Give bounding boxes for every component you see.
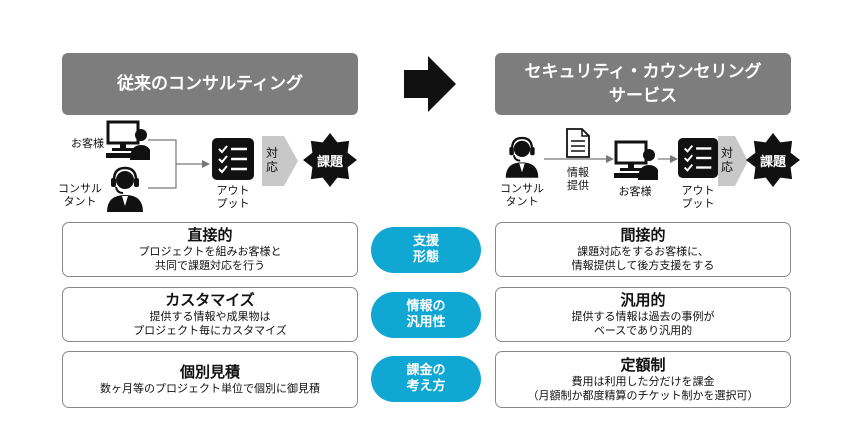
left-response-chevron — [262, 136, 298, 186]
right-response-label: 対 応 — [720, 146, 733, 174]
row1-right-title: 間接的 — [620, 226, 666, 244]
document-icon — [566, 128, 590, 158]
big-right-arrow-icon — [404, 56, 456, 112]
row1-label-pill: 支援 形態 — [371, 227, 481, 273]
left-issue-star-icon — [303, 133, 357, 187]
right-output-label: アウト プット — [681, 184, 715, 210]
right-header-line-1: セキュリティ・カウンセリング — [524, 62, 762, 82]
row2-right-title: 汎用的 — [620, 291, 666, 309]
left-connector-lines — [148, 139, 210, 189]
right-consultant-label: コンサル タント — [500, 182, 544, 208]
consultant-headset-icon — [107, 166, 143, 212]
info-provide-label: 情報 提供 — [567, 166, 589, 192]
row2-left-card: カスタマイズ 提供する情報や成果物は プロジェクト毎にカスタマイズ — [62, 287, 358, 342]
right-consultant-headset-icon — [505, 136, 539, 178]
customer-computer-icon — [106, 120, 150, 160]
right-customer-computer-icon — [614, 140, 658, 180]
row1-right-card: 間接的 課題対応をするお客様に、 情報提供して後方支援をする — [495, 222, 791, 277]
row3-right-title: 定額制 — [620, 356, 666, 374]
row3-left-card: 個別見積 数ヶ月等のプロジェクト単位で個別に御見積 — [62, 351, 358, 408]
left-output-label: アウト プット — [216, 184, 250, 210]
right-header: セキュリティ・カウンセリング サービス — [495, 53, 791, 115]
row3-right-card: 定額制 費用は利用した分だけを課金 （月額制か都度精算のチケット制かを選択可） — [495, 351, 791, 408]
row1-left-title: 直接的 — [187, 226, 233, 244]
info-provide-arrow — [544, 155, 614, 163]
row2-label-pill: 情報の 汎用性 — [371, 292, 481, 338]
left-issue-label: 課題 — [316, 154, 343, 170]
left-header-title: 従来のコンサルティング — [117, 74, 303, 94]
row3-left-title: 個別見積 — [179, 363, 240, 381]
right-issue-star-icon — [746, 133, 800, 187]
row1-left-card: 直接的 プロジェクトを組みお客様と 共同で課題対応を行う — [62, 222, 358, 277]
right-header-line-2: サービス — [609, 86, 677, 106]
left-header: 従来のコンサルティング — [62, 53, 358, 115]
left-checklist-icon — [212, 138, 254, 180]
left-response-label: 対 応 — [265, 146, 278, 174]
left-customer-label: お客様 — [71, 137, 104, 150]
row2-right-card: 汎用的 提供する情報は過去の事例が ベースであり汎用的 — [495, 287, 791, 342]
right-checklist-icon — [678, 138, 718, 178]
left-consultant-label: コンサル タント — [58, 182, 102, 208]
right-response-chevron — [718, 136, 748, 186]
row2-left-title: カスタマイズ — [165, 291, 255, 309]
right-customer-arrow — [658, 155, 678, 163]
right-customer-label: お客様 — [618, 185, 652, 198]
row3-label-pill: 課金の 考え方 — [371, 356, 481, 402]
right-issue-label: 課題 — [759, 154, 786, 170]
